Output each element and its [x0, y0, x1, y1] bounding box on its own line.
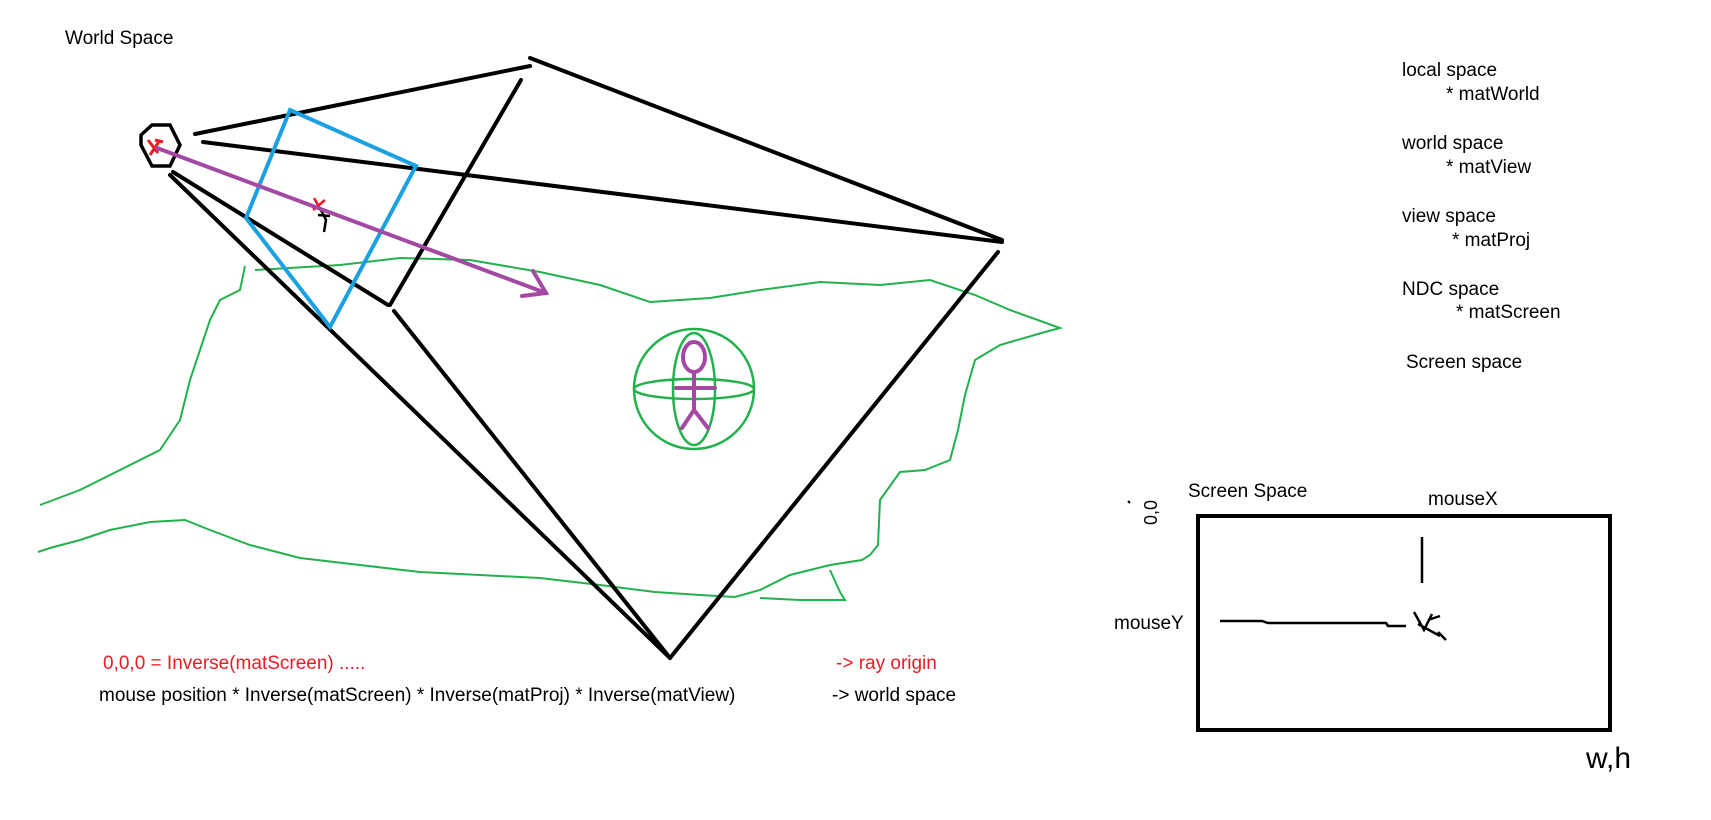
formula-mouse-result: -> world space: [832, 685, 957, 706]
pipeline-matrix-screen: * matScreen: [1456, 302, 1561, 323]
pipeline-step-world-space: world space: [1402, 133, 1504, 154]
world-space-title: World Space: [65, 28, 174, 49]
screen-rect: [1196, 514, 1612, 732]
pick-ray: [155, 146, 550, 298]
terrain-right-edge: [759, 569, 847, 601]
mouse-y-label: mouseY: [1114, 613, 1184, 634]
pipeline-matrix-proj: * matProj: [1452, 230, 1531, 251]
corner-label: w,h: [1586, 742, 1632, 775]
stick-figure: [674, 340, 717, 430]
formula-origin-result: -> ray origin: [836, 653, 937, 674]
view-frustum: [168, 56, 1004, 660]
pipeline-step-local-space: local space: [1402, 60, 1498, 81]
terrain-outline: [37, 256, 1064, 599]
formula-origin: 0,0,0 = Inverse(matScreen) .....: [103, 653, 366, 674]
screen-space-title: Screen Space: [1188, 481, 1308, 502]
near-plane: [243, 107, 419, 331]
pipeline-step-ndc-space: NDC space: [1402, 279, 1500, 300]
pipeline-step-view-space: view space: [1402, 206, 1496, 227]
screen-corner-tick: [1127, 500, 1131, 504]
formula-mouse: mouse position * Inverse(matScreen) * In…: [99, 685, 736, 706]
ray-origin-mark: [146, 138, 164, 156]
pipeline-matrix-view: * matView: [1446, 157, 1532, 178]
origin-label: 0,0: [1141, 499, 1161, 525]
camera-icon: [139, 123, 182, 168]
mouse-x-label: mouseX: [1428, 489, 1498, 510]
screen-cursor-icon: [1412, 611, 1447, 641]
near-plane-cursor: [312, 197, 331, 233]
pipeline-step-screen-space: Screen space: [1406, 352, 1523, 373]
mouse-y-guide: [1220, 619, 1406, 628]
terrain-left-ridge: [39, 265, 246, 506]
pipeline-matrix-world: * matWorld: [1446, 84, 1540, 105]
